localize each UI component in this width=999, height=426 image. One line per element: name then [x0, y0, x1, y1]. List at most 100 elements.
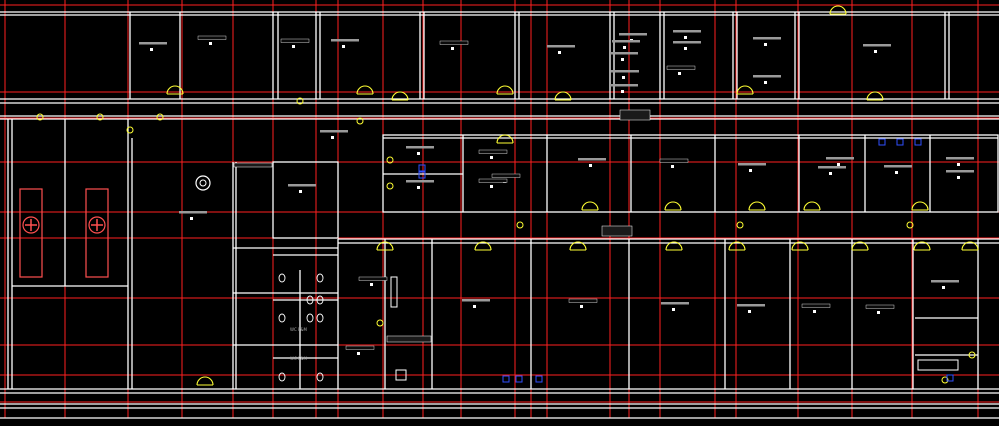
room-tag-icon: [473, 305, 476, 308]
toilet-fixture: [278, 372, 286, 382]
door-swing: [748, 201, 766, 211]
room-label: [439, 40, 469, 50]
door-arc: [911, 201, 929, 211]
door-arc: [736, 85, 754, 95]
annotations: WC F&M WC F&M: [290, 327, 307, 361]
reception-desk: [917, 359, 959, 371]
room-label: [753, 75, 781, 84]
door-swing: [911, 201, 929, 211]
door-marker: [296, 97, 304, 105]
door-arc: [581, 201, 599, 211]
room-tag-icon: [749, 169, 752, 172]
room-tag-icon: [684, 47, 687, 50]
room-label: [612, 40, 640, 49]
room-tag-icon: [190, 217, 193, 220]
fixtures: [195, 138, 959, 383]
label-bar: [345, 345, 375, 350]
label-bar: [406, 146, 434, 149]
door-marker: [356, 117, 364, 125]
solid-block: [619, 109, 651, 121]
room-label: [406, 180, 434, 189]
door-swing: [474, 241, 492, 251]
room-label: [578, 158, 606, 167]
door-arc: [166, 85, 184, 95]
toilet-fixture: [316, 313, 324, 323]
room-label: [884, 165, 912, 174]
label-bar: [331, 39, 359, 42]
blue-fixture: [515, 375, 523, 383]
room-label: [666, 65, 696, 75]
room-tag-icon: [678, 72, 681, 75]
room-label: [801, 303, 831, 313]
label-bar: [865, 304, 895, 309]
solid-block: [386, 335, 432, 343]
label-bar: [931, 280, 959, 283]
door-marker: [96, 113, 104, 121]
door-marker: [941, 376, 949, 384]
label-bar: [826, 157, 854, 160]
door-arc: [391, 91, 409, 101]
door-swing: [554, 91, 572, 101]
label-bar: [139, 42, 167, 45]
door-swing: [866, 91, 884, 101]
room-tag-icon: [764, 81, 767, 84]
room-label: [753, 37, 781, 46]
room-label: [139, 42, 167, 51]
label-bar: [666, 65, 696, 70]
door-swing: [496, 85, 514, 95]
door-swing: [581, 201, 599, 211]
room-label: [659, 158, 689, 168]
room-label: [320, 130, 348, 139]
toilet-fixture: [306, 313, 314, 323]
room-label: [826, 157, 854, 166]
blue-fixture: [896, 138, 904, 146]
door-swing: [913, 241, 931, 251]
label-bar: [280, 38, 310, 43]
door-marker: [386, 182, 394, 190]
room-label: [288, 184, 316, 193]
door-arc: [829, 5, 847, 15]
label-bar: [478, 149, 508, 154]
room-label: [547, 45, 575, 54]
door-arc: [728, 241, 746, 251]
door-arc: [376, 241, 394, 251]
wc-label-2: WC F&M: [290, 356, 307, 361]
room-tag-icon: [623, 46, 626, 49]
room-label: [946, 157, 974, 166]
parking-bays: [19, 188, 109, 278]
door-marker: [736, 221, 744, 229]
room-label: [345, 345, 375, 355]
dark-fills: [233, 109, 651, 343]
door-swing: [665, 241, 683, 251]
door-arc: [748, 201, 766, 211]
label-bar: [578, 158, 606, 161]
ambulance: [19, 188, 43, 278]
room-tag-icon: [942, 286, 945, 289]
room-tag-icon: [957, 176, 960, 179]
label-bar: [462, 299, 490, 302]
room-tag-icon: [417, 186, 420, 189]
ambulance-cross-circle: [88, 216, 106, 234]
door-swing: [803, 201, 821, 211]
room-label: [738, 163, 766, 172]
door-swing: [196, 376, 214, 386]
room-tag-icon: [874, 50, 877, 53]
door-swing: [376, 241, 394, 251]
room-tag-icon: [671, 165, 674, 168]
label-bar: [612, 40, 640, 43]
door-marker: [156, 113, 164, 121]
label-bar: [659, 158, 689, 163]
label-bar: [884, 165, 912, 168]
door-swing: [356, 85, 374, 95]
door-swing: [664, 201, 682, 211]
door-arc: [803, 201, 821, 211]
room-tag-icon: [621, 58, 624, 61]
door-arc: [356, 85, 374, 95]
room-label: [611, 70, 639, 79]
door-arc: [851, 241, 869, 251]
column-marker-inner: [199, 179, 207, 187]
door-arc: [554, 91, 572, 101]
door-marker: [376, 319, 384, 327]
